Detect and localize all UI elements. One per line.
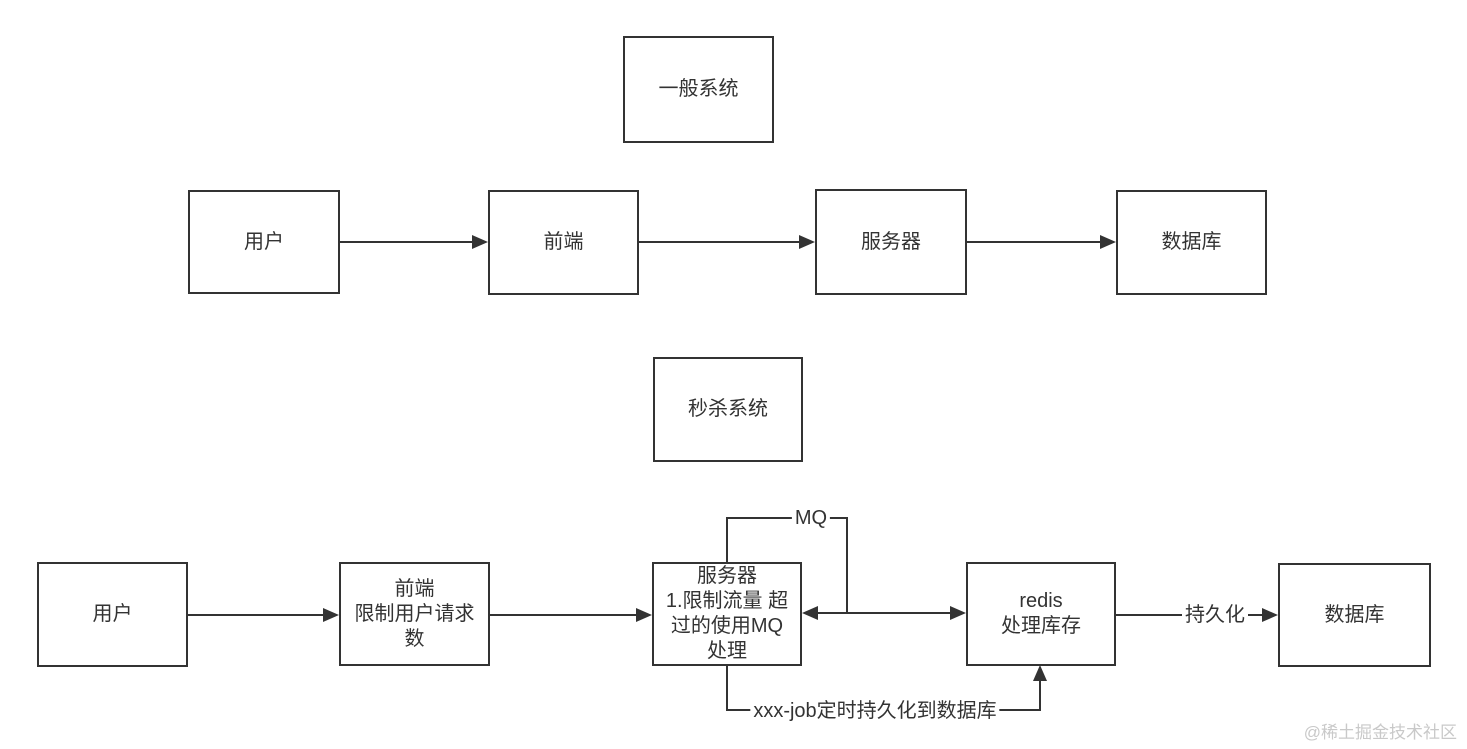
node-seckill-redis: redis 处理库存 [966, 562, 1116, 666]
node-seckill-system-title: 秒杀系统 [653, 357, 803, 462]
node-label: 服务器 1.限制流量 超 过的使用MQ 处理 [665, 565, 789, 662]
edge-label-mq: MQ [791, 506, 831, 530]
edge-label-persist: 持久化 [1182, 603, 1248, 627]
arrowhead-seckill-redis-database [1262, 608, 1278, 622]
node-label: 数据库 [1324, 603, 1385, 626]
node-label: 用户 [92, 603, 133, 625]
node-seckill-user: 用户 [37, 562, 188, 667]
arrowhead-seckill-user-frontend [323, 608, 339, 622]
node-label: redis 处理库存 [1001, 590, 1081, 637]
arrowhead-seckill-frontend-server [636, 608, 652, 622]
watermark-juejin-community: @稀土掘金技术社区 [1303, 723, 1457, 742]
node-general-database: 数据库 [1116, 190, 1267, 295]
arrowhead-seckill-redis-to-server [802, 606, 818, 620]
arrowhead-seckill-job-to-redis [1033, 665, 1047, 681]
arrowhead-seckill-server-to-redis [950, 606, 966, 620]
node-label: 秒杀系统 [688, 398, 768, 420]
node-label: 前端 [543, 231, 584, 253]
node-general-server: 服务器 [815, 189, 967, 295]
node-label: 数据库 [1161, 231, 1222, 253]
node-label: 前端 限制用户请求 数 [354, 577, 475, 650]
arrowhead-general-server-database [1100, 235, 1116, 249]
node-seckill-server: 服务器 1.限制流量 超 过的使用MQ 处理 [652, 562, 802, 666]
node-general-user: 用户 [188, 190, 340, 294]
edge-seckill-mq-loop [726, 517, 848, 613]
arrowhead-general-user-frontend [472, 235, 488, 249]
node-seckill-frontend: 前端 限制用户请求 数 [339, 562, 490, 666]
node-general-frontend: 前端 [488, 190, 639, 295]
node-label: 服务器 [861, 230, 921, 253]
arrowhead-general-frontend-server [799, 235, 815, 249]
node-label: 一般系统 [658, 78, 739, 100]
edge-label-xxx-job: xxx-job定时持久化到数据库 [750, 699, 1000, 723]
node-seckill-database: 数据库 [1278, 563, 1431, 667]
node-label: 用户 [244, 230, 284, 253]
node-general-system-title: 一般系统 [623, 36, 774, 143]
